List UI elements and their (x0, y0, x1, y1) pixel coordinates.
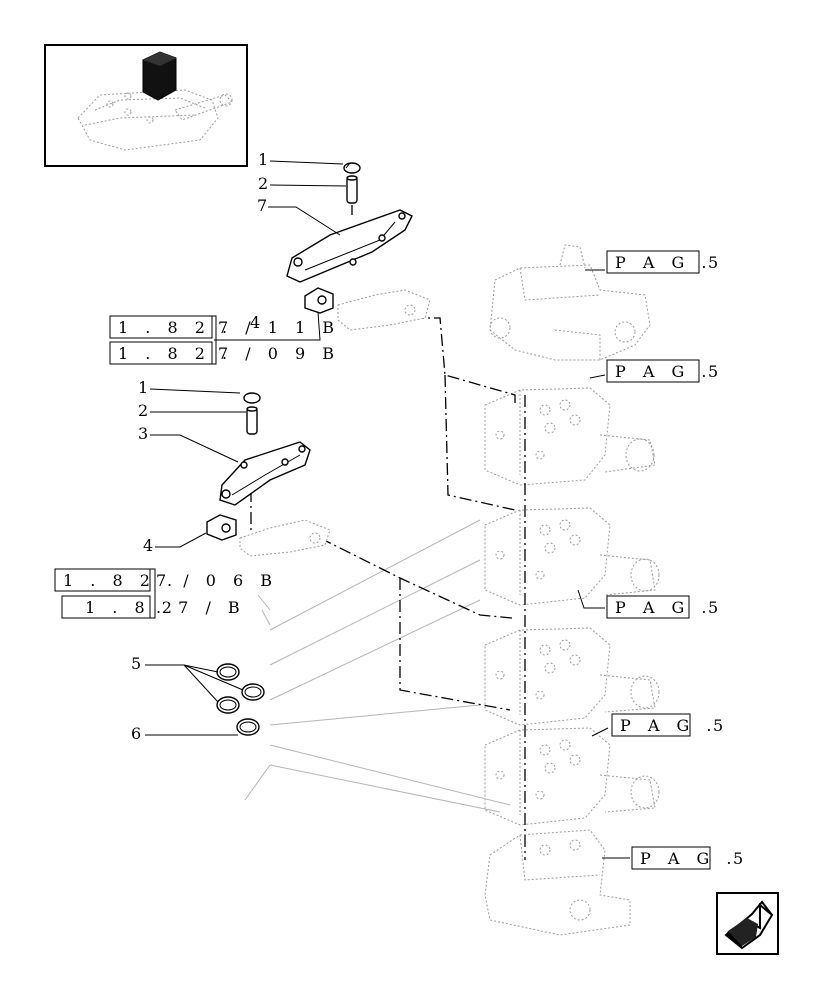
callout-1: 1 (138, 378, 148, 397)
page-ref-1: P A G . 5 (606, 250, 718, 274)
callout-2: 2 (258, 174, 268, 193)
cross-reference-boxes[interactable]: 1 . 8 2 . 7 / 1 1 B 1 . 8 2 . 7 / 0 9 B … (54, 315, 340, 619)
callout-3: 3 (138, 424, 148, 443)
page-ref-number: 5 (708, 598, 718, 617)
pin-part[interactable] (346, 175, 358, 204)
block-part[interactable] (206, 514, 237, 541)
thumbnail-locator[interactable] (44, 44, 248, 167)
callout-6: 6 (131, 724, 141, 743)
page-ref-5: P A G . 5 (631, 846, 743, 870)
ref-suffix: 7 / 0 6 B (156, 571, 278, 590)
ref-box-1: 1 . 8 2 . 7 / 1 1 B (109, 315, 340, 365)
callout-5: 5 (131, 654, 141, 673)
page-ref-4: P A G . 5 (611, 713, 723, 737)
ref-suffix: 7 / 0 9 B (218, 344, 340, 363)
page-ref-label: P A G . (615, 253, 712, 272)
ref-label: 1 . 8 2 (85, 598, 178, 617)
o-ring-parts[interactable] (216, 663, 265, 736)
upper-lift-arm-group (286, 162, 431, 331)
ref-suffix: 7 / 1 1 B (218, 318, 340, 337)
page-reference-boxes[interactable]: P A G . 5 P A G . 5 P A G . 5 P A G . 5 … (606, 250, 743, 870)
callout-4: 4 (143, 536, 153, 555)
circlip-part[interactable] (343, 162, 361, 174)
ref-suffix: . 7 / B (156, 598, 246, 617)
tractor-hydraulic-assembly-icon (77, 51, 233, 151)
page-ref-label: P A G . (640, 849, 737, 868)
lever-part[interactable] (219, 441, 311, 506)
ref-label: 1 . 8 2 . (118, 344, 233, 363)
callout-2: 2 (138, 401, 148, 420)
seal-guide-lines (244, 519, 511, 813)
page-ref-number: 5 (733, 849, 743, 868)
callout-numbers: 1 2 7 4 1 2 3 4 5 6 (131, 150, 268, 743)
ref-box-2: 1 . 8 2 . 7 / 0 9 B (109, 341, 340, 365)
valve-stack-ghost (484, 244, 660, 936)
page-ref-3: P A G . 5 (606, 595, 718, 619)
lower-lift-arm-group (206, 392, 331, 557)
ref-box-4: 1 . 8 2 . 7 / B (61, 595, 246, 619)
callout-1: 1 (258, 150, 268, 169)
centre-lines (250, 205, 526, 860)
page-ref-number: 5 (708, 362, 718, 381)
next-page-arrow-icon[interactable] (716, 892, 779, 955)
block-part[interactable] (304, 287, 334, 314)
page-ref-label: P A G . (615, 362, 712, 381)
leader-lines (145, 160, 630, 859)
ref-box-3: 1 . 8 2 . 7 / 0 6 B (54, 568, 278, 619)
ref-label: 1 . 8 2 . (118, 318, 233, 337)
page-ref-number: 5 (708, 253, 718, 272)
page-ref-label: P A G . (615, 598, 712, 617)
page-ref-number: 5 (713, 716, 723, 735)
circlip-part[interactable] (243, 392, 261, 404)
ref-label: 1 . 8 2 . (63, 571, 178, 590)
page-ref-2: P A G . 5 (606, 359, 718, 383)
page-ref-label: P A G . (620, 716, 717, 735)
callout-7: 7 (257, 196, 267, 215)
callout-4: 4 (250, 313, 260, 332)
lever-part[interactable] (286, 209, 413, 283)
pin-part[interactable] (246, 406, 258, 435)
